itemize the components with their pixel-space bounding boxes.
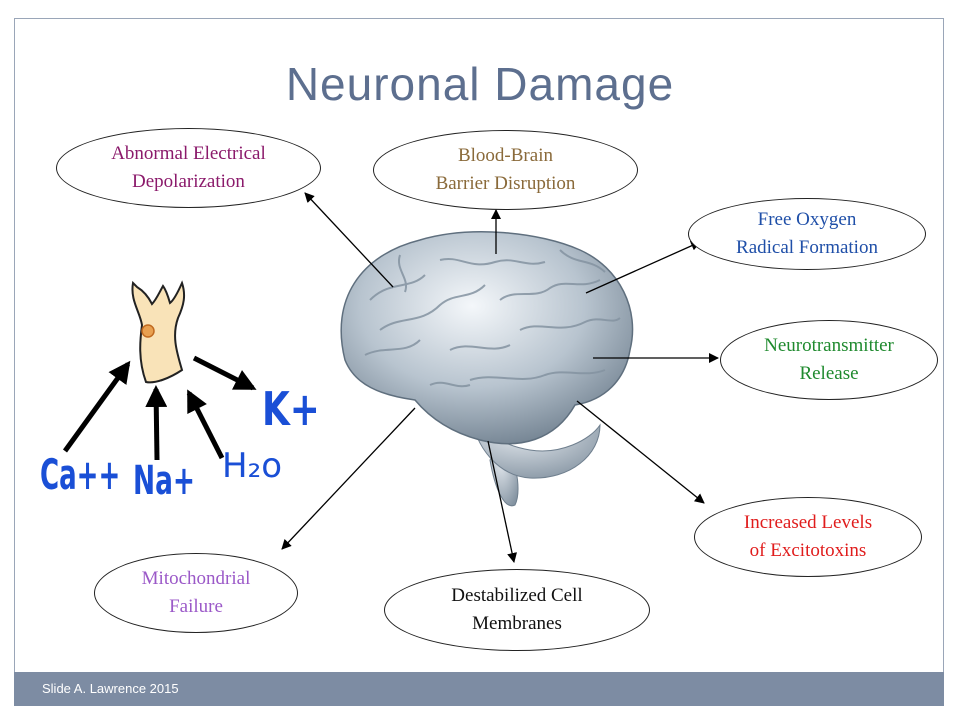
connector-arrows (281, 192, 719, 563)
bubble-excitotoxins: Increased Levels of Excitotoxins (694, 497, 922, 577)
bubble-abnormal-depolarization: Abnormal Electrical Depolarization (56, 128, 321, 208)
bubble-bbb-disruption: Blood-Brain Barrier Disruption (373, 130, 638, 210)
bubble-free-oxygen-radicals: Free Oxygen Radical Formation (688, 198, 926, 270)
bubble-mitochondrial-failure: Mitochondrial Failure (94, 553, 298, 633)
bubble-label: Mitochondrial Failure (141, 568, 251, 617)
nucleus (141, 324, 155, 338)
ion-label-ca: Ca++ (40, 450, 121, 499)
ion-label-na: Na+ (133, 458, 196, 504)
bubble-label: Free Oxygen Radical Formation (736, 209, 878, 258)
bubble-label: Increased Levels of Excitotoxins (743, 512, 873, 561)
brain-gyri (364, 249, 621, 388)
bubble-label: Neurotransmitter Release (764, 335, 894, 384)
bubble-label: Abnormal Electrical Depolarization (111, 143, 266, 192)
bubble-label: Blood-Brain Barrier Disruption (435, 145, 576, 194)
bubble-destabilized-membranes: Destabilized Cell Membranes (384, 569, 650, 651)
footer-credit: Slide A. Lawrence 2015 (42, 681, 179, 696)
ion-label-k: K+ (262, 382, 320, 436)
brain-illustration (340, 231, 634, 507)
bubble-neurotransmitter-release: Neurotransmitter Release (720, 320, 938, 400)
neuron-cell (131, 280, 186, 384)
ion-label-h2o: H₂o (222, 446, 282, 486)
footer-bar: Slide A. Lawrence 2015 (14, 672, 944, 706)
slide-title: Neuronal Damage (285, 58, 675, 110)
bubble-label: Destabilized Cell Membranes (451, 585, 583, 634)
ion-arrows (62, 355, 257, 461)
